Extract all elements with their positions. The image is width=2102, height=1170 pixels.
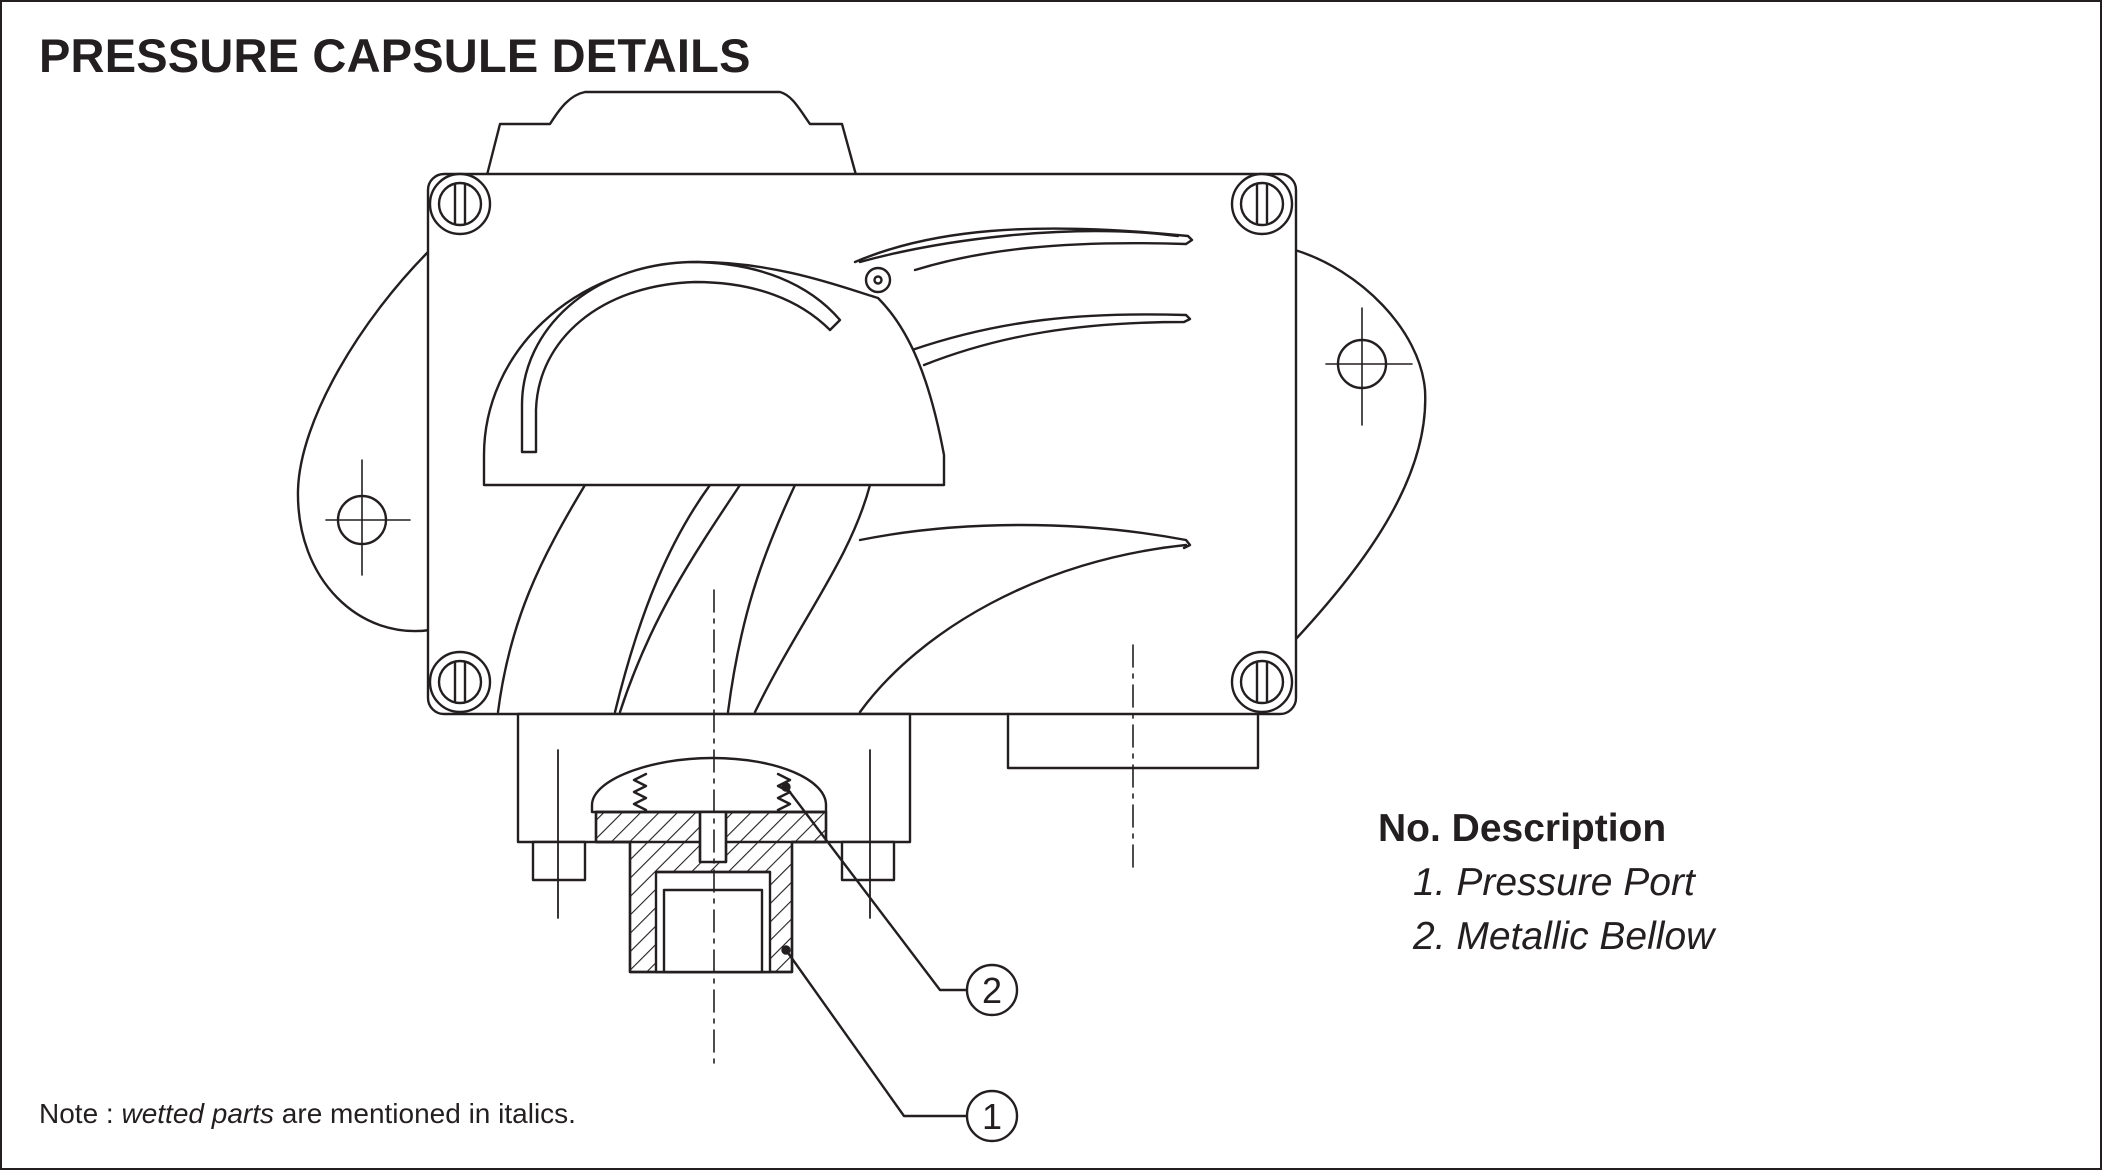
balloon-1 <box>965 1089 1019 1143</box>
dial-pivot-icon <box>864 266 892 294</box>
footnote-emphasis: wetted parts <box>121 1098 275 1129</box>
footnote-prefix: Note : <box>39 1098 122 1129</box>
legend-item: 1. Pressure Port <box>1378 856 1714 910</box>
page-title: PRESSURE CAPSULE DETAILS <box>39 29 751 82</box>
top-cap <box>485 90 858 177</box>
legend-item-label: Metallic Bellow <box>1456 915 1715 958</box>
screw-bottom-right-icon <box>1230 650 1294 714</box>
legend-heading: No. Description <box>1378 807 1667 850</box>
balloon-2-label: 2 <box>982 970 1002 1011</box>
legend: No. Description 1. Pressure Port 2. Meta… <box>1378 802 1714 964</box>
screw-top-right-icon <box>1230 172 1294 236</box>
legend-item-number: 1. <box>1413 861 1446 904</box>
capsule-dome <box>590 756 828 814</box>
balloon-1-label: 1 <box>982 1096 1002 1137</box>
right-mounting-lug <box>1293 248 1427 642</box>
leader-line-1 <box>784 948 970 1118</box>
screw-top-left-icon <box>428 172 492 236</box>
bellow-left-icon <box>632 772 648 812</box>
left-mounting-hole-icon <box>325 459 411 576</box>
leader-line-2 <box>784 785 970 992</box>
right-bolt <box>840 840 896 882</box>
legend-item: 2. Metallic Bellow <box>1378 910 1714 964</box>
left-bolt <box>531 840 587 882</box>
left-mounting-lug <box>296 248 432 633</box>
balloon-2 <box>965 963 1019 1017</box>
footnote-suffix: are mentioned in italics. <box>274 1098 576 1129</box>
legend-item-number: 2. <box>1413 915 1446 958</box>
legend-item-label: Pressure Port <box>1456 861 1695 904</box>
dial-arc <box>520 260 842 454</box>
footnote: Note : wetted parts are mentioned in ita… <box>39 1098 576 1130</box>
screw-bottom-left-icon <box>428 650 492 714</box>
right-mounting-hole-icon <box>1325 307 1413 426</box>
